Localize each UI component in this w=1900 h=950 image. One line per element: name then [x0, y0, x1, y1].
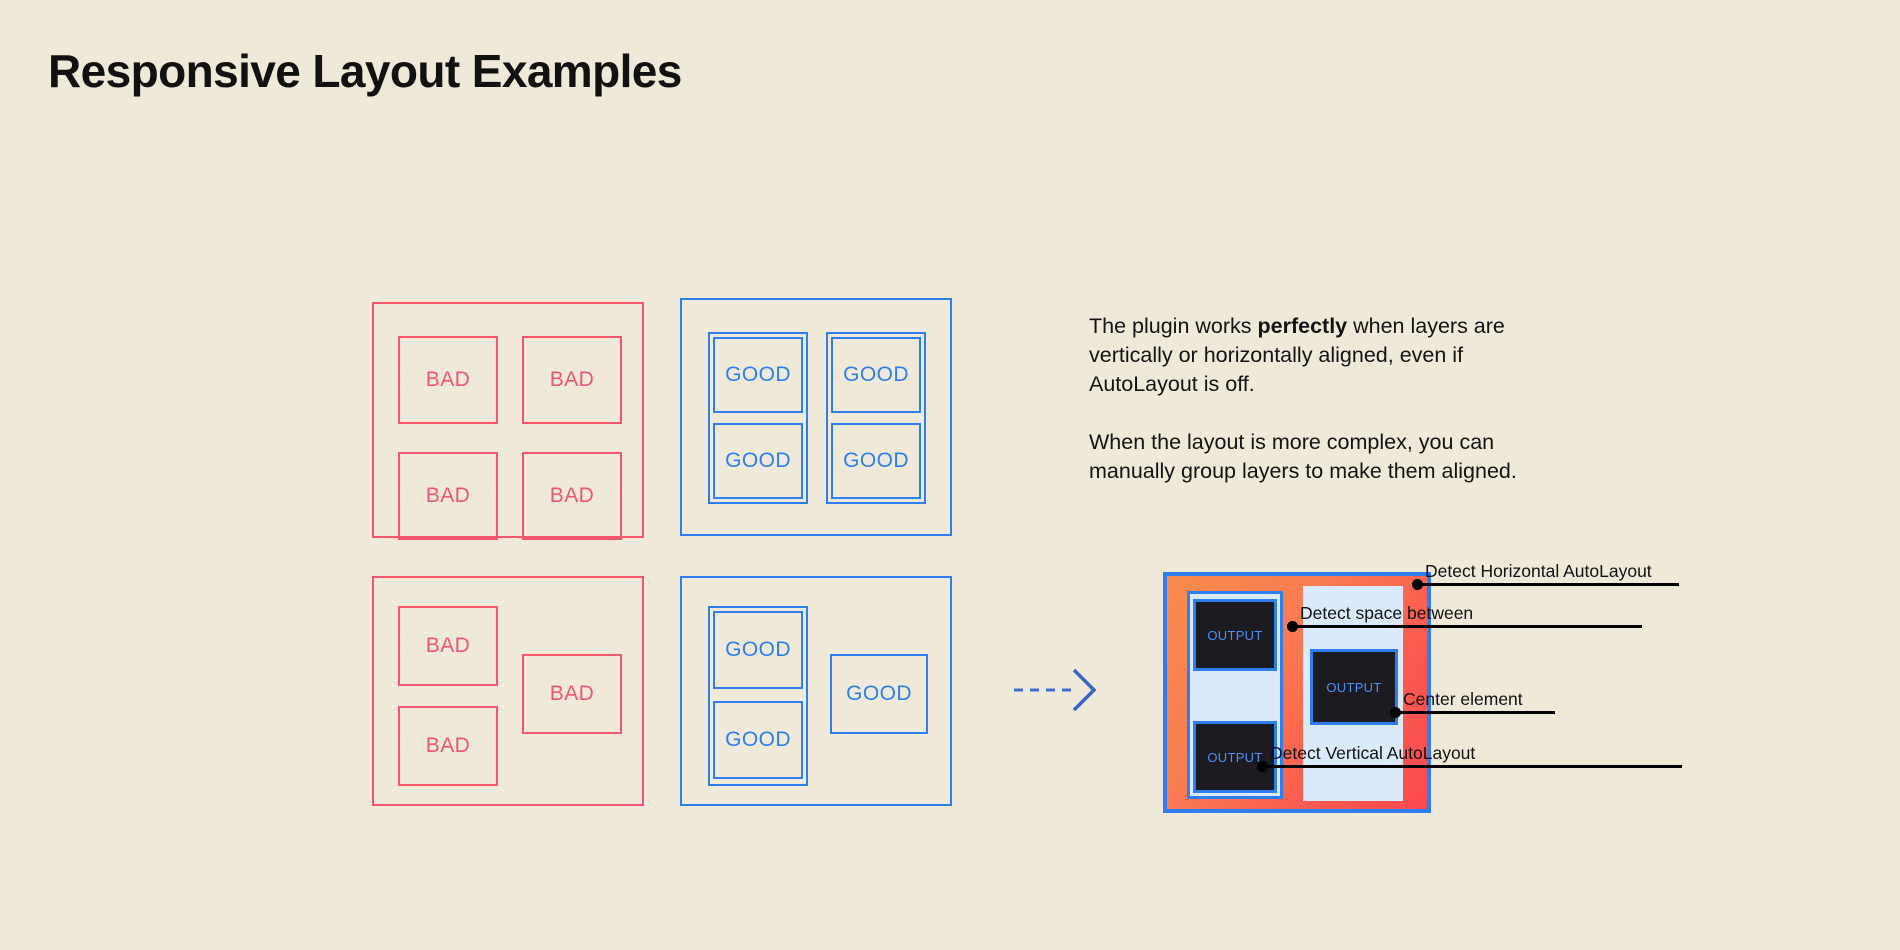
good-cell: GOOD — [713, 337, 803, 413]
callout-anchor-dot — [1390, 707, 1401, 718]
good-aligned-grid-frame: GOOD GOOD GOOD GOOD — [680, 298, 952, 536]
callout-label: Center element — [1403, 689, 1523, 709]
good-complex-layout-frame: GOOD GOOD GOOD — [680, 576, 952, 806]
good-cell: GOOD — [831, 423, 921, 499]
description-p1-bold: perfectly — [1257, 314, 1348, 338]
bad-cell: BAD — [522, 452, 622, 540]
callout-leader-line — [1417, 583, 1679, 586]
bad-cell-label: BAD — [549, 368, 595, 391]
callout-leader-line — [1292, 625, 1642, 628]
description-p1-post: when layers are vertically or horizontal… — [1089, 314, 1505, 396]
good-cell: GOOD — [713, 701, 803, 779]
good-cell-label: GOOD — [843, 363, 909, 386]
callout-label: Detect Horizontal AutoLayout — [1425, 561, 1652, 581]
good-cell-label: GOOD — [725, 728, 791, 751]
callout-detect-vertical-autolayout: Detect Vertical AutoLayout — [1257, 734, 1682, 772]
good-cell-label: GOOD — [725, 363, 791, 386]
description-p1-pre: The plugin works — [1089, 314, 1258, 338]
good-cell-label: GOOD — [725, 449, 791, 472]
good-vertical-group: GOOD GOOD — [708, 606, 808, 786]
good-cell: GOOD — [713, 611, 803, 689]
bad-complex-layout-frame: BAD BAD BAD — [372, 576, 644, 806]
good-vertical-group: GOOD GOOD — [708, 332, 808, 504]
good-vertical-group: GOOD GOOD — [826, 332, 926, 504]
description-paragraph-1: The plugin works perfectly when layers a… — [1089, 312, 1559, 399]
good-cell: GOOD — [713, 423, 803, 499]
callout-label: Detect Vertical AutoLayout — [1270, 743, 1476, 763]
description-paragraph-2: When the layout is more complex, you can… — [1089, 430, 1517, 483]
bad-aligned-grid-frame: BAD BAD BAD BAD — [372, 302, 644, 540]
output-label: OUTPUT — [1326, 679, 1382, 695]
output-box-center-right: OUTPUT — [1310, 649, 1398, 725]
good-cell: GOOD — [831, 337, 921, 413]
callout-anchor-dot — [1287, 621, 1298, 632]
bad-cell-label: BAD — [549, 484, 595, 507]
bad-cell-label: BAD — [425, 484, 471, 507]
callout-leader-line — [1262, 765, 1682, 768]
good-cell-label: GOOD — [725, 638, 791, 661]
bad-cell: BAD — [398, 336, 498, 424]
callout-leader-line — [1395, 711, 1555, 714]
output-label: OUTPUT — [1207, 749, 1263, 765]
callout-anchor-dot — [1257, 761, 1268, 772]
page-title: Responsive Layout Examples — [48, 45, 682, 97]
bad-cell: BAD — [398, 706, 498, 786]
callout-detect-space-between: Detect space between — [1287, 594, 1642, 632]
callout-label: Detect space between — [1300, 603, 1474, 623]
good-cell-label: GOOD — [843, 449, 909, 472]
bad-cell-label: BAD — [549, 682, 595, 705]
bad-cell: BAD — [398, 452, 498, 540]
output-label: OUTPUT — [1207, 627, 1263, 643]
bad-cell-label: BAD — [425, 734, 471, 757]
callout-center-element: Center element — [1390, 680, 1555, 718]
bad-cell: BAD — [522, 654, 622, 734]
bad-cell: BAD — [522, 336, 622, 424]
output-box-top-left: OUTPUT — [1193, 599, 1277, 671]
good-cell: GOOD — [830, 654, 928, 734]
callout-anchor-dot — [1412, 579, 1423, 590]
dashed-arrow-right-icon — [1012, 668, 1104, 712]
bad-cell-label: BAD — [425, 634, 471, 657]
description-text: The plugin works perfectly when layers a… — [1089, 312, 1559, 486]
callout-detect-horizontal-autolayout: Detect Horizontal AutoLayout — [1412, 552, 1679, 590]
bad-cell: BAD — [398, 606, 498, 686]
good-cell-label: GOOD — [846, 682, 912, 705]
bad-cell-label: BAD — [425, 368, 471, 391]
output-box-bottom-left: OUTPUT — [1193, 721, 1277, 793]
